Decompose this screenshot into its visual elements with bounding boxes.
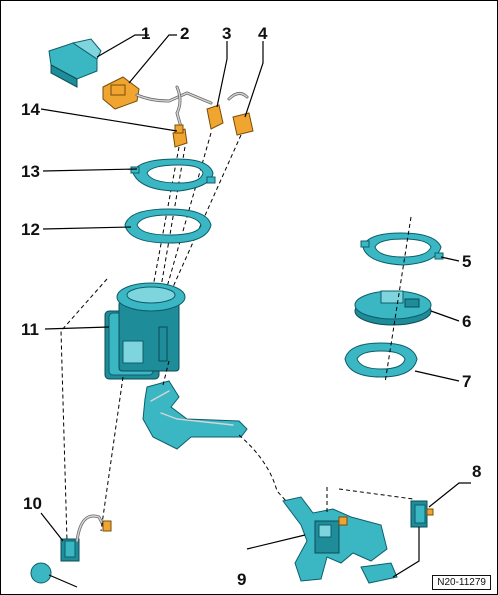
callout-7: 7: [462, 372, 472, 391]
callout-9: 9: [237, 570, 247, 589]
part-6-sender-flange: [354, 290, 432, 326]
right-assembly-guide-line: [384, 216, 412, 384]
part-5-locking-ring: [360, 232, 444, 266]
callout-6: 6: [462, 312, 472, 331]
callout-3: 3: [222, 24, 232, 43]
part-3-connector: [206, 104, 224, 130]
part-2-connector: [102, 76, 140, 110]
part-13-locking-ring: [130, 158, 216, 192]
document-reference-number: N20-11279: [432, 575, 491, 590]
part-12-seal-ring: [124, 208, 212, 244]
callout-8: 8: [472, 462, 482, 481]
left-assembly-guide-lines: [60, 278, 124, 542]
callout-5: 5: [462, 252, 472, 271]
callout-10: 10: [23, 494, 42, 513]
hose-bundle: [135, 85, 249, 129]
fuel-line-guide: [238, 434, 298, 514]
callout-2: 2: [180, 24, 190, 43]
callout-1: 1: [141, 24, 151, 43]
part-9-suction-jet-pump: [282, 487, 414, 584]
callout-11: 11: [21, 320, 39, 339]
leader-lines: [40, 34, 471, 550]
part-14-connector: [172, 124, 188, 148]
callout-14: 14: [21, 100, 40, 119]
part-11-fuel-pump-module: [104, 282, 186, 380]
part-1-connector-housing: [48, 38, 102, 88]
fuel-line: [142, 360, 248, 450]
callout-12: 12: [21, 220, 40, 239]
part-7-seal-ring: [344, 342, 418, 378]
callout-13: 13: [21, 162, 40, 181]
part-8-level-sender: [392, 500, 434, 578]
callout-4: 4: [258, 24, 268, 43]
part-10-level-sender-float: [30, 514, 112, 588]
part-4-connector: [232, 112, 254, 136]
